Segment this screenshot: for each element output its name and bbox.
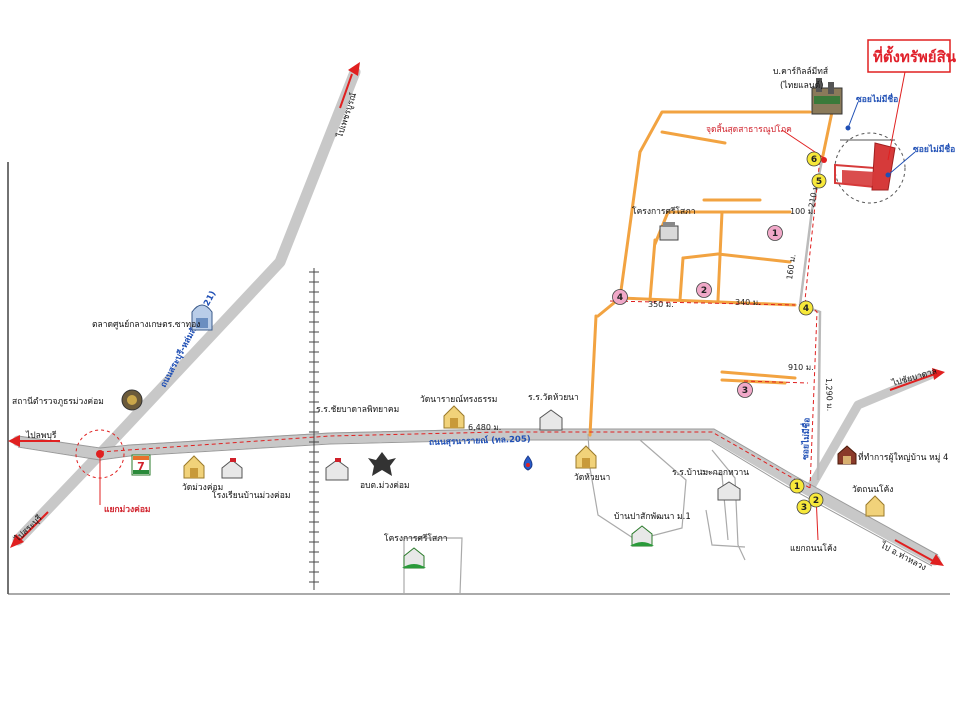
project-icon-north [659, 222, 679, 241]
project-north-label: โครงการศรีโสภา [632, 206, 696, 217]
soi-road-label: ซอยไม่มีชื่อ [798, 417, 812, 460]
school-icon-muang-khom [221, 458, 243, 479]
svg-text:6: 6 [811, 155, 817, 165]
school-icon-chaibadan [325, 458, 349, 481]
highway-205-label: ถนนสุรนารายณ์ (ทล.205) [429, 433, 531, 448]
direction-saraburi: ไปสระบุรี [12, 512, 45, 544]
minor-roads [403, 433, 746, 595]
svg-text:7: 7 [137, 460, 145, 473]
wat-thanon-label: วัดถนนโค้ง [852, 484, 893, 495]
police-icon [121, 389, 143, 411]
company-label: บ.คาร์กิลล์มีทส์ [773, 66, 829, 77]
soi-label-north: ซอยไม่มีชื่อ [856, 92, 898, 105]
svg-text:1: 1 [794, 482, 800, 492]
obt-icon [368, 452, 396, 476]
pink-marker-3: 4 [612, 289, 628, 305]
direction-lopburi: ไปลพบุรี [25, 430, 57, 441]
company-label-2: (ไทยแลนด์) [780, 80, 824, 91]
seven-eleven-icon: 7 [131, 454, 151, 476]
yellow-marker-1: 2 [808, 492, 824, 508]
wat-phon-label: วัดนารายณ์ทรงธรรม [420, 394, 497, 405]
village-icon-ban-pa [630, 525, 654, 547]
distance-910: 910 ม. [788, 363, 814, 372]
soi-callouts [845, 101, 916, 178]
svg-text:1: 1 [772, 229, 778, 239]
pink-markers: 1 2 3 4 [612, 225, 783, 398]
school-ban-nong-label: ร.ร.บ้านมะกอกหวาน [672, 467, 749, 478]
project-icon-south [402, 547, 426, 569]
factory-icon [811, 78, 843, 115]
soi-label-east: ซอยไม่มีชื่อ [913, 142, 955, 155]
svg-text:5: 5 [816, 177, 822, 187]
intersection-dot-west [96, 450, 104, 458]
pink-marker-0: 1 [767, 225, 783, 241]
road-edges [17, 428, 939, 567]
temple-icon-phon [443, 405, 465, 429]
svg-text:3: 3 [742, 386, 748, 396]
market-label: ตลาดศูนย์กลางเกษตร.ซาทอง [92, 319, 200, 330]
temple-icon-muang-khom [183, 455, 205, 479]
railway [309, 268, 319, 590]
arrow-phetchabun [348, 62, 360, 76]
svg-text:4: 4 [617, 293, 623, 303]
school-muang-khom-label: โรงเรียนบ้านม่วงค่อม [212, 490, 290, 501]
market-icon [191, 304, 213, 331]
obt-label: อบต.ม่วงค่อม [360, 481, 410, 491]
highway-205-road [12, 428, 941, 566]
distance-340: 340 ม. [735, 298, 761, 307]
distance-210: 210 ม. [807, 182, 820, 209]
fuel-station-icon [523, 455, 533, 471]
village-head-icon [837, 445, 857, 465]
yellow-marker-5: 6 [806, 151, 822, 167]
svg-text:4: 4 [803, 304, 809, 314]
yellow-marker-0: 1 [789, 478, 805, 494]
yellow-marker-3: 4 [798, 300, 814, 316]
direction-arrows [8, 62, 945, 566]
project-south-label: โครงการศรีโสภา [384, 533, 448, 544]
temple-icon-thanon [865, 495, 885, 517]
soi-road-north [820, 111, 834, 161]
svg-text:2: 2 [701, 286, 707, 296]
ban-pa-label: บ้านปาสักพัฒนา ม.1 [614, 511, 691, 522]
highway-21-road [94, 66, 361, 460]
arrow-tha-luang [930, 554, 944, 566]
arrow-lopburi [8, 435, 20, 447]
start-point-label: จุดสิ้นสุดสาธารณูปโภค [706, 123, 792, 135]
school-icon-wat-huai [539, 409, 563, 431]
temple-icon-wat-huai [575, 445, 597, 469]
pink-marker-2: 3 [737, 382, 753, 398]
pink-marker-1: 2 [696, 282, 712, 298]
yellow-marker-2: 3 [796, 499, 812, 515]
police-label: สถานีตำรวจภูธรม่วงค่อม [12, 396, 104, 407]
saraburi-road [12, 448, 106, 546]
arrow-saraburi [10, 534, 24, 548]
intersection-west-label: แยกม่วงค่อม [104, 504, 151, 515]
distance-1290: 1,290 ม. [824, 378, 834, 412]
village-head-label: ที่ทำการผู้ใหญ่บ้าน หมู่ 4 [858, 451, 948, 463]
main-roads [12, 66, 941, 566]
yellow-marker-4: 5 [811, 173, 827, 189]
local-roads [588, 110, 812, 437]
arrow-chaibadan [932, 368, 945, 380]
property-title-box: ที่ตั้งทรัพย์สิน [867, 39, 957, 161]
start-point-dot [821, 157, 827, 163]
school-chaibadan-label: ร.ร.ชัยบาดาลพิทยาคม [316, 405, 399, 415]
wat-huai-label: วัดห้วยนา [574, 472, 610, 483]
distance-100: 100 ม. [790, 207, 816, 216]
svg-text:3: 3 [801, 503, 807, 513]
property-title: ที่ตั้งทรัพย์สิน [873, 45, 957, 66]
distance-main: 6,480 ม. [468, 423, 501, 432]
wat-muang-khom-label: วัดม่วงค่อม [182, 483, 223, 493]
school-wat-huai-label: ร.ร.วัดห้วยนา [528, 392, 579, 403]
svg-text:2: 2 [813, 496, 819, 506]
distance-350: 350 ม. [648, 300, 674, 309]
distance-160: 160 ม. [785, 254, 797, 281]
school-icon-ban-nong [717, 481, 741, 501]
property-parcel [834, 139, 896, 191]
intersection-east-label: แยกถนนโค้ง [790, 543, 837, 554]
